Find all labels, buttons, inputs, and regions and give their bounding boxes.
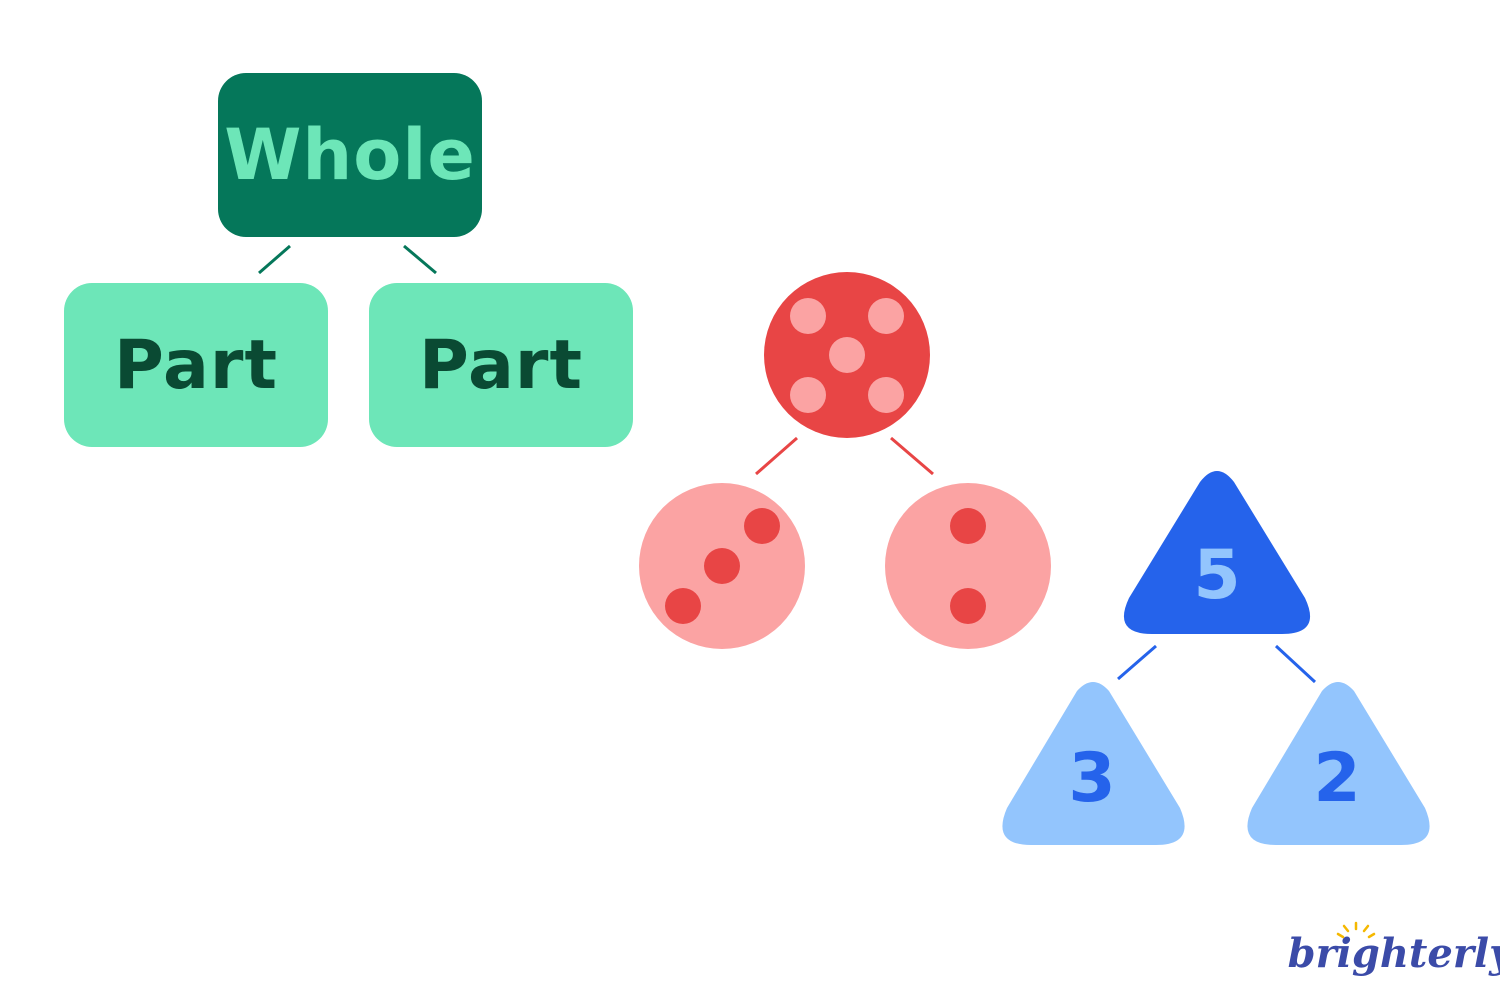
- whole-label: Whole: [224, 114, 476, 196]
- connector-line-triangle-left: [1117, 644, 1157, 681]
- triangle-part-right-label: 2: [1313, 739, 1360, 818]
- connector-line-whole-left: [258, 244, 291, 275]
- dot-part-circle-right: [885, 483, 1051, 649]
- part-label-right: Part: [419, 325, 583, 405]
- brighterly-logo: brighterly: [1288, 921, 1500, 977]
- dot: [868, 377, 904, 413]
- dot-whole-dots: [790, 298, 904, 413]
- triangle-whole: [1123, 471, 1311, 634]
- dot: [665, 588, 701, 624]
- triangle-part-left-label: 3: [1068, 739, 1115, 818]
- connector-line-whole-right: [403, 244, 437, 275]
- dot: [704, 548, 740, 584]
- triangle-part-left: [1002, 682, 1185, 845]
- connector-line-triangle-right: [1274, 644, 1317, 684]
- dot-part-right-dots: [950, 508, 986, 624]
- sun-icon: [1336, 921, 1376, 939]
- dot: [829, 337, 865, 373]
- dot-part-left-dots: [665, 508, 780, 624]
- connector-line-dot-left: [755, 436, 798, 476]
- whole-box: Whole: [218, 73, 482, 237]
- part-box-left: Part: [64, 283, 328, 447]
- dot: [744, 508, 780, 544]
- dot: [950, 588, 986, 624]
- dot: [790, 298, 826, 334]
- dot: [790, 377, 826, 413]
- logo-text: brighterly: [1288, 930, 1500, 977]
- dot: [950, 508, 986, 544]
- triangle-whole-label: 5: [1193, 536, 1240, 615]
- connector-line-dot-right: [890, 436, 934, 476]
- triangle-part-right: [1247, 682, 1430, 845]
- part-label-left: Part: [114, 325, 278, 405]
- part-box-right: Part: [369, 283, 633, 447]
- dot: [868, 298, 904, 334]
